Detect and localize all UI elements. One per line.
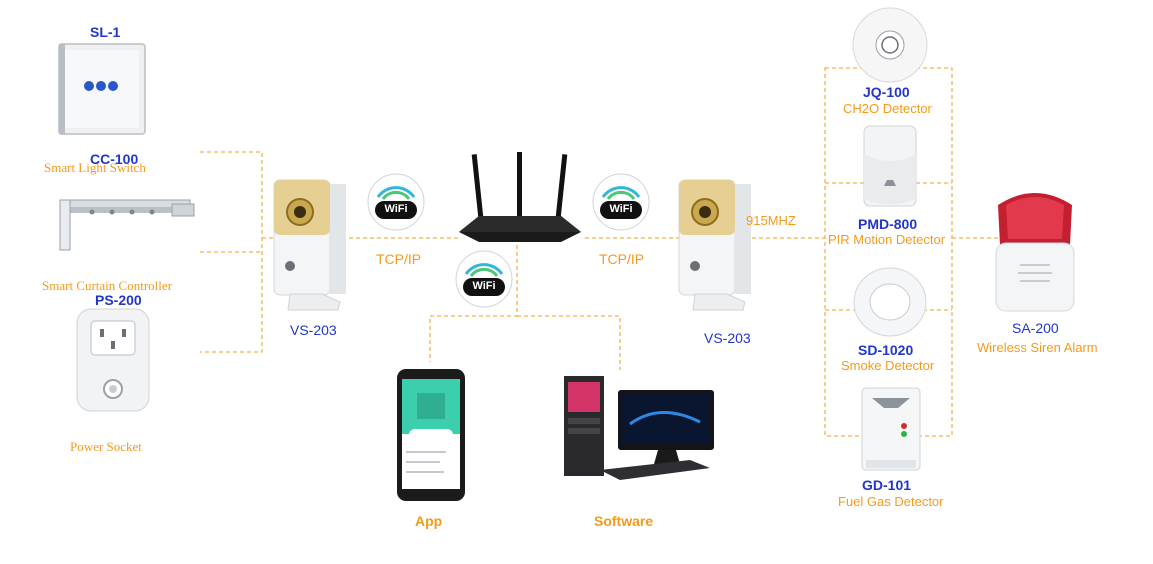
left-camera-image [270,172,360,320]
software-label: Software [594,513,654,529]
fuel-gas-detector-image [858,386,924,474]
router-icon [455,150,585,245]
wifi-badge-right [592,173,650,231]
tcpip-right-label: TCP/IP [599,251,645,267]
wifi-badge-left [367,173,425,231]
wifi-label-left: WiFi [384,203,408,215]
pmd800-name-label: PIR Motion Detector [828,232,946,247]
right-camera-image [675,172,765,320]
gd101-model-label: GD-101 [862,477,912,493]
sl1-name-label: Smart Light Switch [44,160,146,175]
smoke-detector-image [850,264,930,339]
cc100-name-label: Smart Curtain Controller [42,278,172,293]
gd101-name-label: Fuel Gas Detector [838,494,944,509]
smart-light-switch-image [55,40,150,138]
ps200-model-label: PS-200 [95,292,142,308]
siren-alarm-image [990,183,1080,315]
wifi-badge-center [455,250,513,308]
cc100-model-label: CC-100 [90,151,139,167]
ps200-name-label: Power Socket [70,439,142,454]
curtain-controller-image [52,190,197,255]
ch2o-detector-image [850,5,930,85]
power-socket-image [73,305,153,415]
sa200-name-label: Wireless Siren Alarm [977,340,1098,355]
desktop-computer-icon [560,372,720,482]
frequency-label: 915MHZ [746,213,796,228]
sa200-model-label: SA-200 [1012,320,1059,336]
smartphone-app-icon [395,367,467,503]
left-camera-model-label: VS-203 [290,322,337,338]
pmd800-model-label: PMD-800 [858,216,918,232]
jq100-name-label: CH2O Detector [843,101,932,116]
wifi-label-center: WiFi [472,280,496,292]
sd1020-name-label: Smoke Detector [841,358,935,373]
app-label: App [415,513,443,529]
jq100-model-label: JQ-100 [863,84,910,100]
tcpip-left-label: TCP/IP [376,251,422,267]
right-camera-model-label: VS-203 [704,330,751,346]
sd1020-model-label: SD-1020 [858,342,914,358]
pir-motion-detector-image [860,124,920,209]
wifi-label-right: WiFi [609,203,633,215]
sl1-model-label: SL-1 [90,24,121,40]
